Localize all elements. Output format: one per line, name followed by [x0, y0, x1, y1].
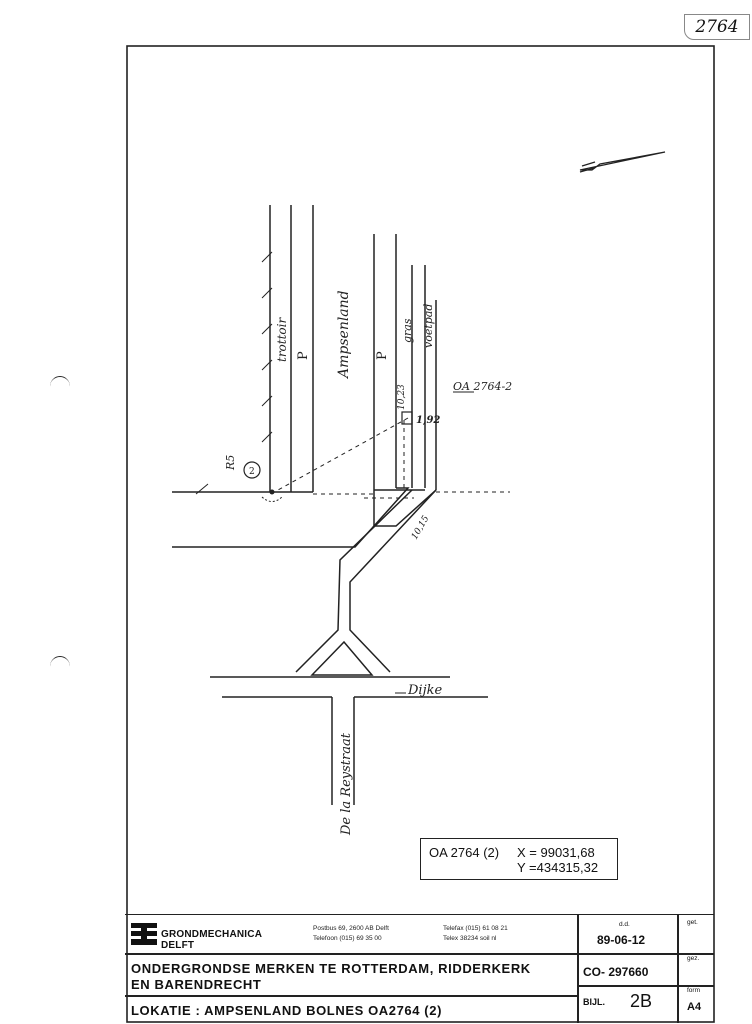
company-name: GRONDMECHANICA DELFT	[161, 929, 263, 951]
label-street-dijke: Dijke	[407, 683, 442, 698]
coordinates-box: OA 2764 (2) X = 99031,68 Y =434315,32	[420, 838, 618, 880]
north-arrow-icon	[579, 151, 666, 173]
reference-point	[269, 489, 275, 495]
reference-circle	[243, 461, 261, 479]
sheet-number: 2764	[684, 14, 750, 40]
coordinates-x: X = 99031,68	[517, 845, 595, 860]
dashed-lines	[277, 417, 510, 499]
label-measure-2: 1,92	[416, 415, 440, 426]
label-ref: R5	[224, 455, 237, 471]
label-street-ampsenland: Ampsenland	[336, 290, 352, 380]
survey-point-marker	[401, 411, 413, 425]
date-label: d.d.	[619, 921, 630, 928]
location-title: LOKATIE : AMPSENLAND BOLNES OA2764 (2)	[131, 1003, 442, 1018]
drawing-frame	[126, 45, 715, 1023]
label-parking-left: P	[296, 351, 311, 360]
label-measure-1: 10,23	[397, 384, 407, 410]
coordinates-id: OA 2764 (2)	[429, 845, 500, 860]
bijl-label: BIJL.	[583, 997, 606, 1007]
telefoon: Telefoon (015) 69 35 00	[313, 935, 382, 942]
gez-label: gez.	[687, 955, 700, 962]
label-gras: gras	[401, 318, 414, 343]
telefax: Telefax (015) 61 08 21	[443, 925, 508, 932]
label-parking-right: P	[375, 351, 390, 360]
telex: Telex 38234 soil nl	[443, 935, 497, 942]
bijl-value: 2B	[630, 991, 653, 1011]
street-lines	[172, 205, 488, 805]
label-trottoir: trottoir	[275, 317, 289, 362]
co-number: CO- 297660	[583, 965, 649, 979]
label-voetpad: voetpad	[422, 304, 435, 348]
binder-hole-mark	[50, 376, 70, 397]
get-label: get.	[687, 919, 698, 926]
binder-hole-mark	[50, 656, 70, 677]
postbus: Postbus 69, 2600 AB Delft	[313, 925, 389, 932]
label-ref-number: 2	[249, 467, 255, 477]
title-block: GRONDMECHANICA DELFT Postbus 69, 2600 AB…	[125, 914, 714, 1023]
company-logo-icon	[131, 923, 157, 945]
label-point-id: OA 2764-2	[453, 380, 512, 393]
date-value: 89-06-12	[597, 933, 646, 947]
label-street-de-la-reystraat: De la Reystraat	[339, 732, 354, 836]
map-labels: trottoir P Ampsenland P gras voetpad OA …	[224, 290, 512, 836]
hatching	[195, 251, 273, 495]
form-value: A4	[687, 1001, 702, 1013]
form-label: form	[687, 987, 700, 994]
coordinates-y: Y =434315,32	[517, 860, 599, 875]
label-measure-3: 10,15	[410, 514, 432, 542]
reference-arc	[261, 496, 283, 502]
drawing-title: ONDERGRONDSE MERKEN TE ROTTERDAM, RIDDER…	[131, 961, 531, 992]
